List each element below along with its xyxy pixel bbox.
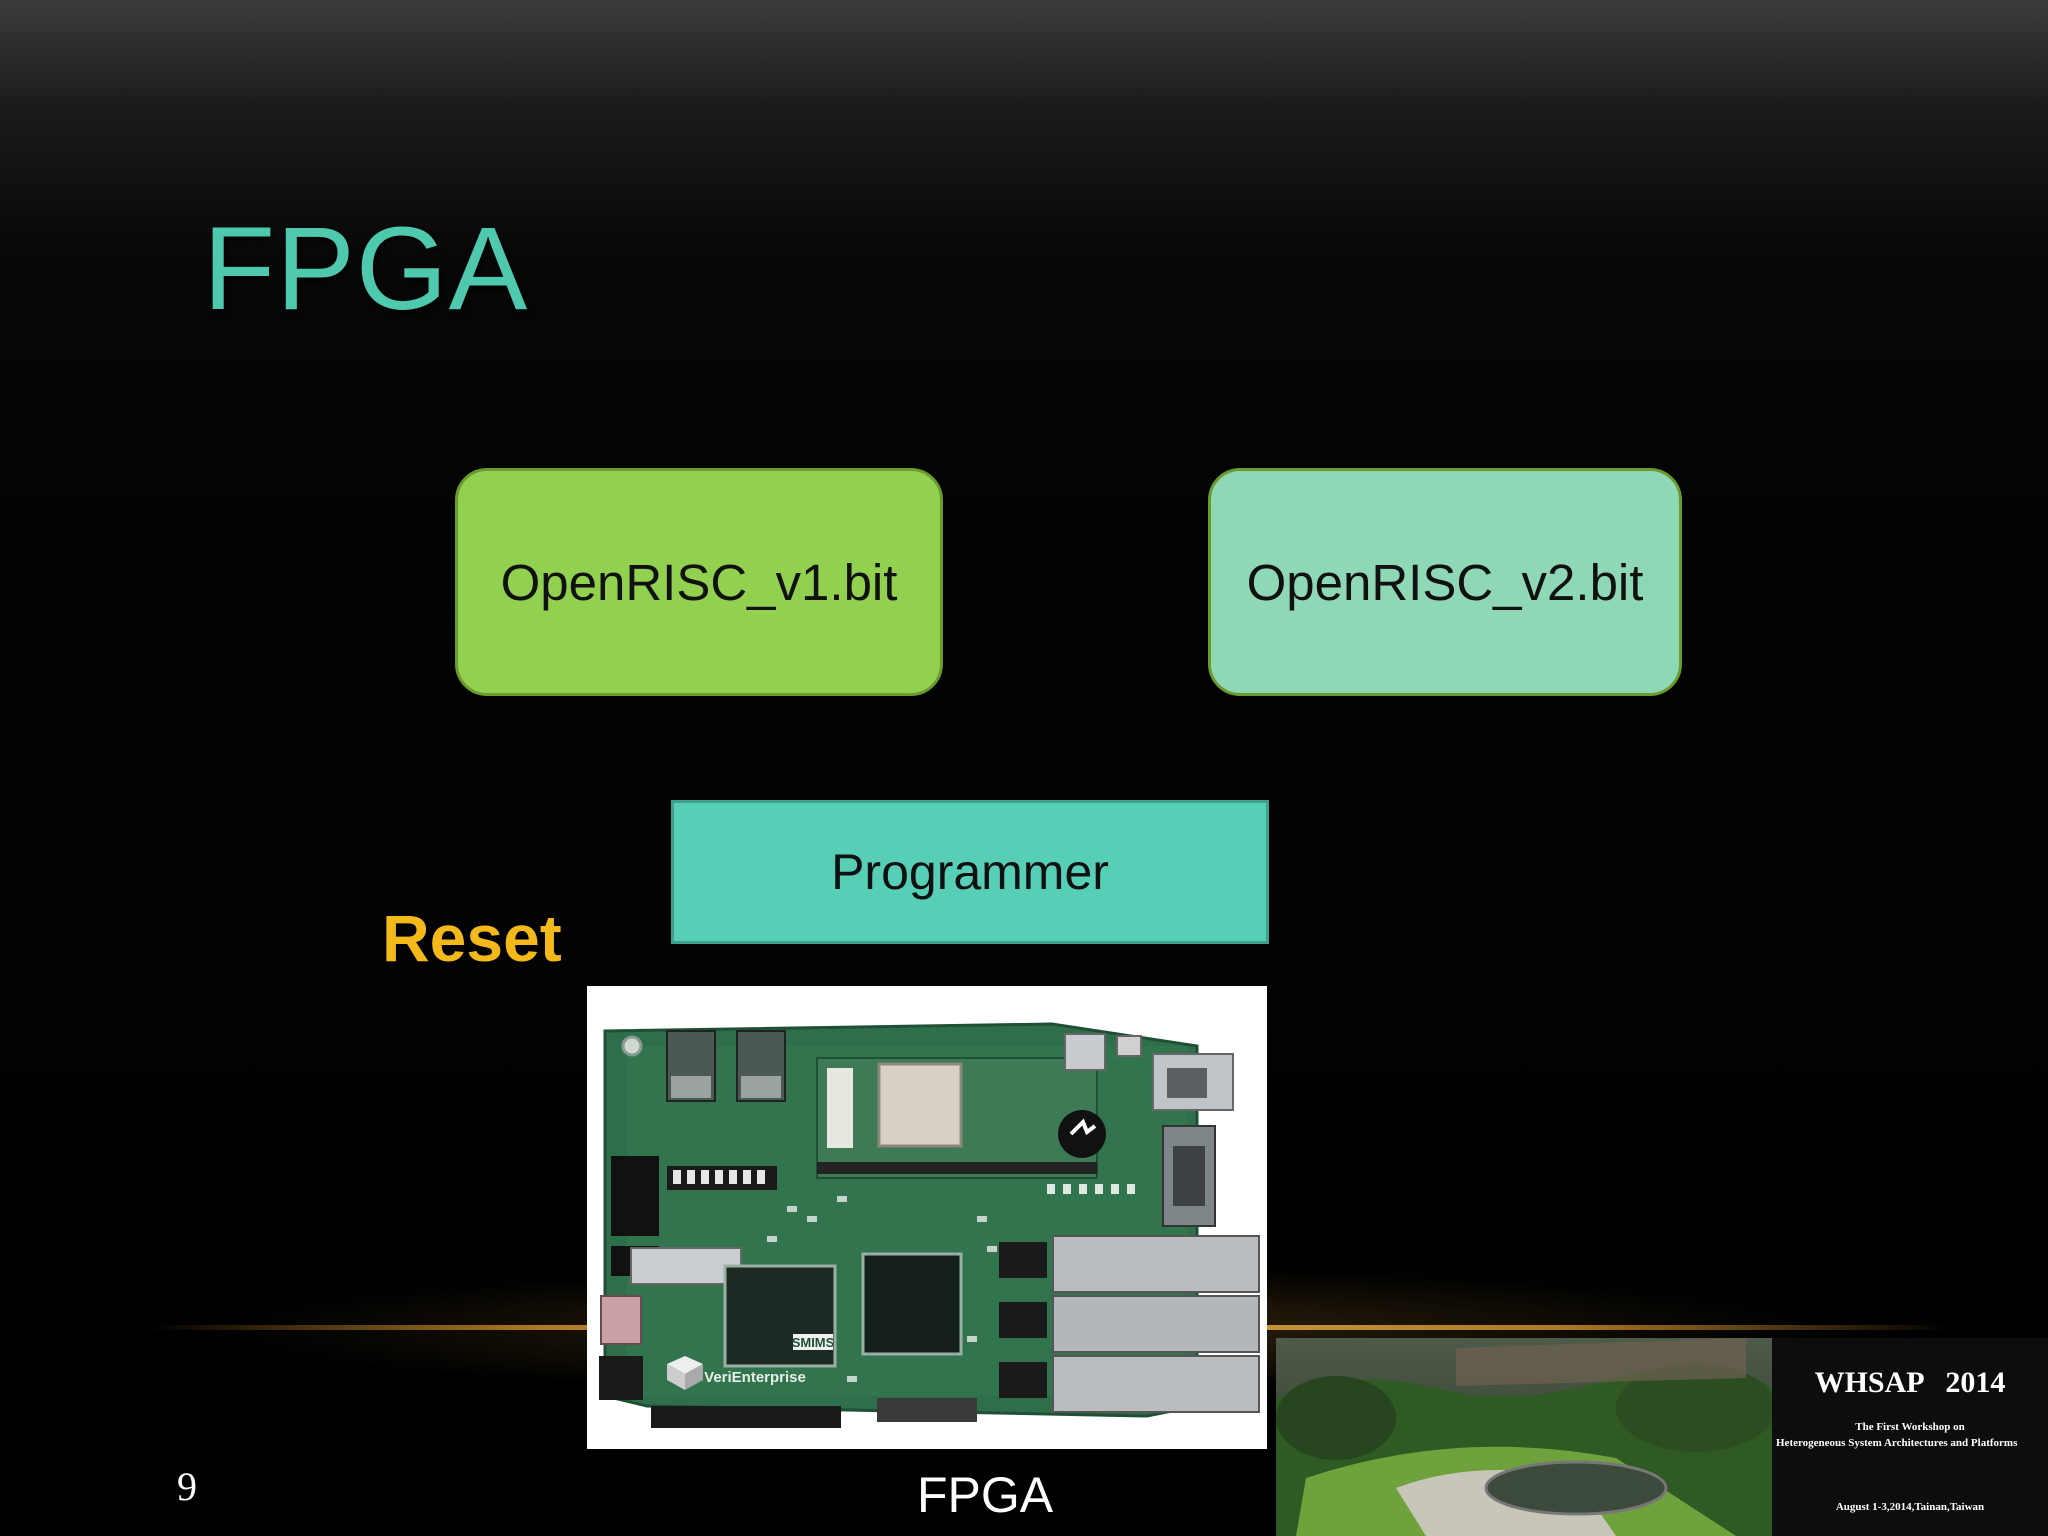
banner-title: WHSAP 2014 xyxy=(1815,1366,2006,1399)
board-product-label: VeriEnterprise xyxy=(704,1369,806,1386)
board-brand-label: SMIMS xyxy=(792,1335,835,1350)
footer-text: FPGA xyxy=(917,1467,1054,1523)
whsap-banner: WHSAP 2014 The First Workshop on Heterog… xyxy=(1276,1338,2048,1536)
bitstream-v2-box: OpenRISC_v2.bit xyxy=(1208,468,1682,696)
page-number: 9 xyxy=(177,1464,197,1509)
bitstream-v1-box: OpenRISC_v1.bit xyxy=(455,468,943,696)
whsap-banner-art: WHSAP 2014 The First Workshop on Heterog… xyxy=(1276,1338,2048,1536)
programmer-box: Programmer xyxy=(671,800,1269,944)
fpga-board-photo: SMIMS VeriEnterprise xyxy=(587,986,1267,1449)
banner-subtitle-line1: The First Workshop on xyxy=(1855,1421,1965,1433)
fpga-board-illustration: SMIMS VeriEnterprise xyxy=(599,1022,1260,1428)
slide-title: FPGA xyxy=(203,203,529,335)
reset-label: Reset xyxy=(382,901,562,975)
banner-subtitle-line2: Heterogeneous System Architectures and P… xyxy=(1776,1437,2018,1449)
banner-dates: August 1-3,2014,Tainan,Taiwan xyxy=(1836,1501,1984,1513)
